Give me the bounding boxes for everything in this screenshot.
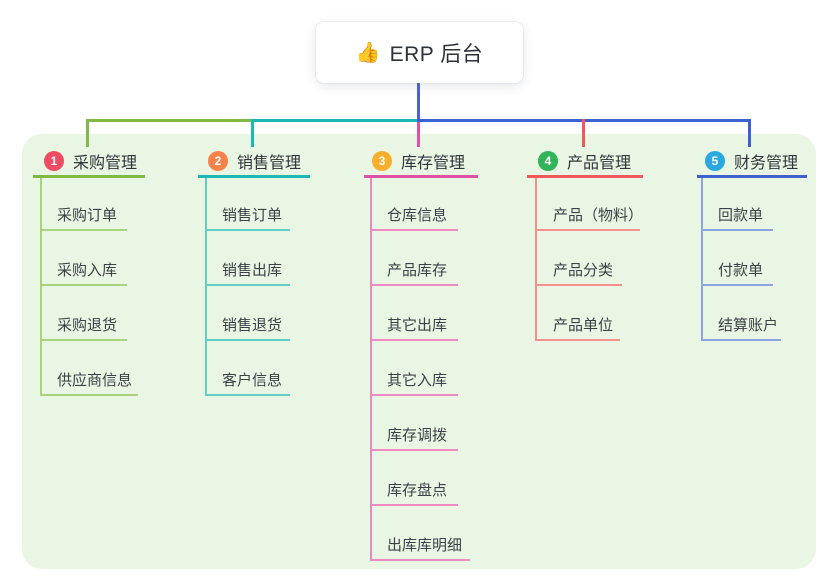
subtopic-label[interactable]: 其它出库 <box>387 317 448 334</box>
branch-label: 采购管理 <box>73 155 138 172</box>
subtopic-label[interactable]: 产品库存 <box>387 262 448 279</box>
branch-child-rail <box>535 178 537 341</box>
branch-label: 产品管理 <box>567 155 632 172</box>
branch-number-badge: 4 <box>538 151 558 171</box>
bus-line-purchase <box>86 119 254 122</box>
subtopic-label[interactable]: 库存调拨 <box>387 427 448 444</box>
subtopic-label[interactable]: 出库库明细 <box>387 537 463 554</box>
branch-label: 库存管理 <box>401 155 466 172</box>
subtopic-label[interactable]: 回款单 <box>718 207 764 224</box>
subtopic-underline <box>701 229 773 231</box>
bus-line-sales <box>251 119 419 122</box>
branch-underline <box>527 175 643 178</box>
subtopic-label[interactable]: 仓库信息 <box>387 207 448 224</box>
subtopic-underline <box>205 394 290 396</box>
branch-number-badge: 5 <box>705 151 725 171</box>
subtopic-label[interactable]: 销售退货 <box>222 317 283 334</box>
subtopic-underline <box>370 449 458 451</box>
branch-child-rail <box>205 178 207 396</box>
subtopic-label[interactable]: 采购订单 <box>57 207 118 224</box>
branch-topic-inventory[interactable]: 3 库存管理 <box>372 150 465 172</box>
subtopic-label[interactable]: 采购入库 <box>57 262 118 279</box>
branch-child-rail <box>370 178 372 561</box>
subtopic-label[interactable]: 产品（物料） <box>553 207 644 224</box>
branches-panel <box>22 134 816 569</box>
branch-label: 销售管理 <box>237 155 302 172</box>
subtopic-underline <box>370 339 458 341</box>
branch-underline <box>33 175 145 178</box>
subtopic-label[interactable]: 其它入库 <box>387 372 448 389</box>
subtopic-underline <box>535 339 620 341</box>
subtopic-underline <box>370 394 458 396</box>
branch-number-badge: 1 <box>44 151 64 171</box>
branch-number-badge: 3 <box>372 151 392 171</box>
root-node[interactable]: 👍 ERP 后台 <box>316 22 523 83</box>
subtopic-underline <box>535 229 640 231</box>
subtopic-underline <box>701 284 773 286</box>
subtopic-label[interactable]: 客户信息 <box>222 372 283 389</box>
thumbs-up-icon: 👍 <box>355 41 381 64</box>
drop-line-inventory <box>417 122 420 147</box>
drop-line-sales <box>251 119 254 147</box>
drop-line-product <box>582 119 585 147</box>
subtopic-label[interactable]: 付款单 <box>718 262 764 279</box>
subtopic-label[interactable]: 结算账户 <box>718 317 779 334</box>
subtopic-underline <box>370 229 458 231</box>
subtopic-label[interactable]: 销售出库 <box>222 262 283 279</box>
subtopic-underline <box>205 284 290 286</box>
branch-label: 财务管理 <box>734 155 799 172</box>
subtopic-underline <box>40 394 138 396</box>
subtopic-label[interactable]: 产品单位 <box>553 317 614 334</box>
subtopic-underline <box>205 339 290 341</box>
branch-number-badge: 2 <box>208 151 228 171</box>
branch-underline <box>198 175 310 178</box>
subtopic-label[interactable]: 采购退货 <box>57 317 118 334</box>
root-connector-line <box>417 83 420 120</box>
root-label: ERP 后台 <box>389 42 484 66</box>
drop-line-finance <box>748 119 751 147</box>
subtopic-label[interactable]: 销售订单 <box>222 207 283 224</box>
branch-topic-finance[interactable]: 5 财务管理 <box>705 150 798 172</box>
subtopic-label[interactable]: 产品分类 <box>553 262 614 279</box>
branch-child-rail <box>40 178 42 396</box>
branch-underline <box>697 175 807 178</box>
subtopic-label[interactable]: 供应商信息 <box>57 372 133 389</box>
branch-topic-purchase[interactable]: 1 采购管理 <box>44 150 137 172</box>
subtopic-underline <box>701 339 781 341</box>
subtopic-underline <box>370 284 458 286</box>
subtopic-underline <box>40 284 127 286</box>
branch-child-rail <box>701 178 703 341</box>
subtopic-underline <box>535 284 622 286</box>
branch-underline <box>364 175 478 178</box>
subtopic-underline <box>370 559 470 561</box>
branch-topic-product[interactable]: 4 产品管理 <box>538 150 631 172</box>
subtopic-underline <box>370 504 458 506</box>
subtopic-underline <box>40 229 127 231</box>
subtopic-label[interactable]: 库存盘点 <box>387 482 448 499</box>
branch-topic-sales[interactable]: 2 销售管理 <box>208 150 301 172</box>
drop-line-purchase <box>86 119 89 147</box>
subtopic-underline <box>205 229 290 231</box>
subtopic-underline <box>40 339 127 341</box>
